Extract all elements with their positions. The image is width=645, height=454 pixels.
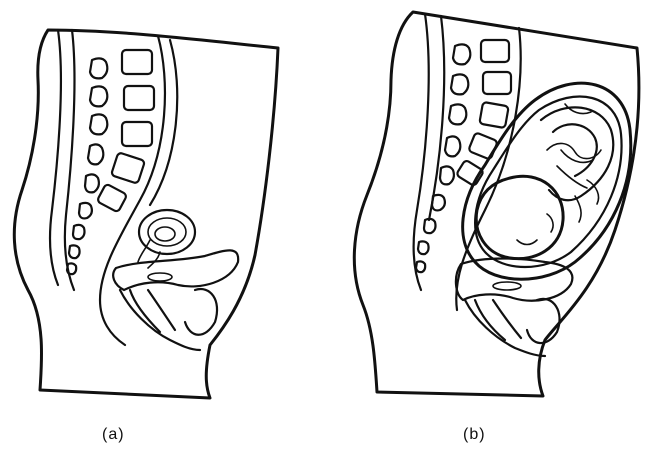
- panel-b-illustration: [325, 0, 645, 454]
- pubic-bone-a: [185, 289, 217, 335]
- panel-b: (b): [325, 0, 645, 454]
- caption-a: (a): [102, 426, 125, 444]
- pubic-bone-b: [527, 299, 560, 343]
- caption-b: (b): [463, 426, 486, 444]
- panel-a-illustration: [0, 0, 320, 454]
- small-organ-a: [148, 273, 172, 281]
- panel-a: (a): [0, 0, 320, 454]
- pelvic-floor-b: [465, 300, 545, 356]
- fetal-head: [476, 176, 563, 258]
- spinal-channel-b-inner: [429, 16, 444, 220]
- pelvic-floor-a: [120, 290, 200, 350]
- anterior-spine-line-b: [456, 28, 520, 310]
- umbilical-cord: [547, 143, 601, 158]
- bladder-a: [113, 250, 238, 290]
- spinal-channel-b: [414, 14, 429, 290]
- spinal-channel-a: [50, 30, 61, 285]
- fetal-body: [541, 104, 613, 222]
- small-organ-b: [493, 282, 521, 290]
- vertebrae-column-a: [67, 58, 107, 274]
